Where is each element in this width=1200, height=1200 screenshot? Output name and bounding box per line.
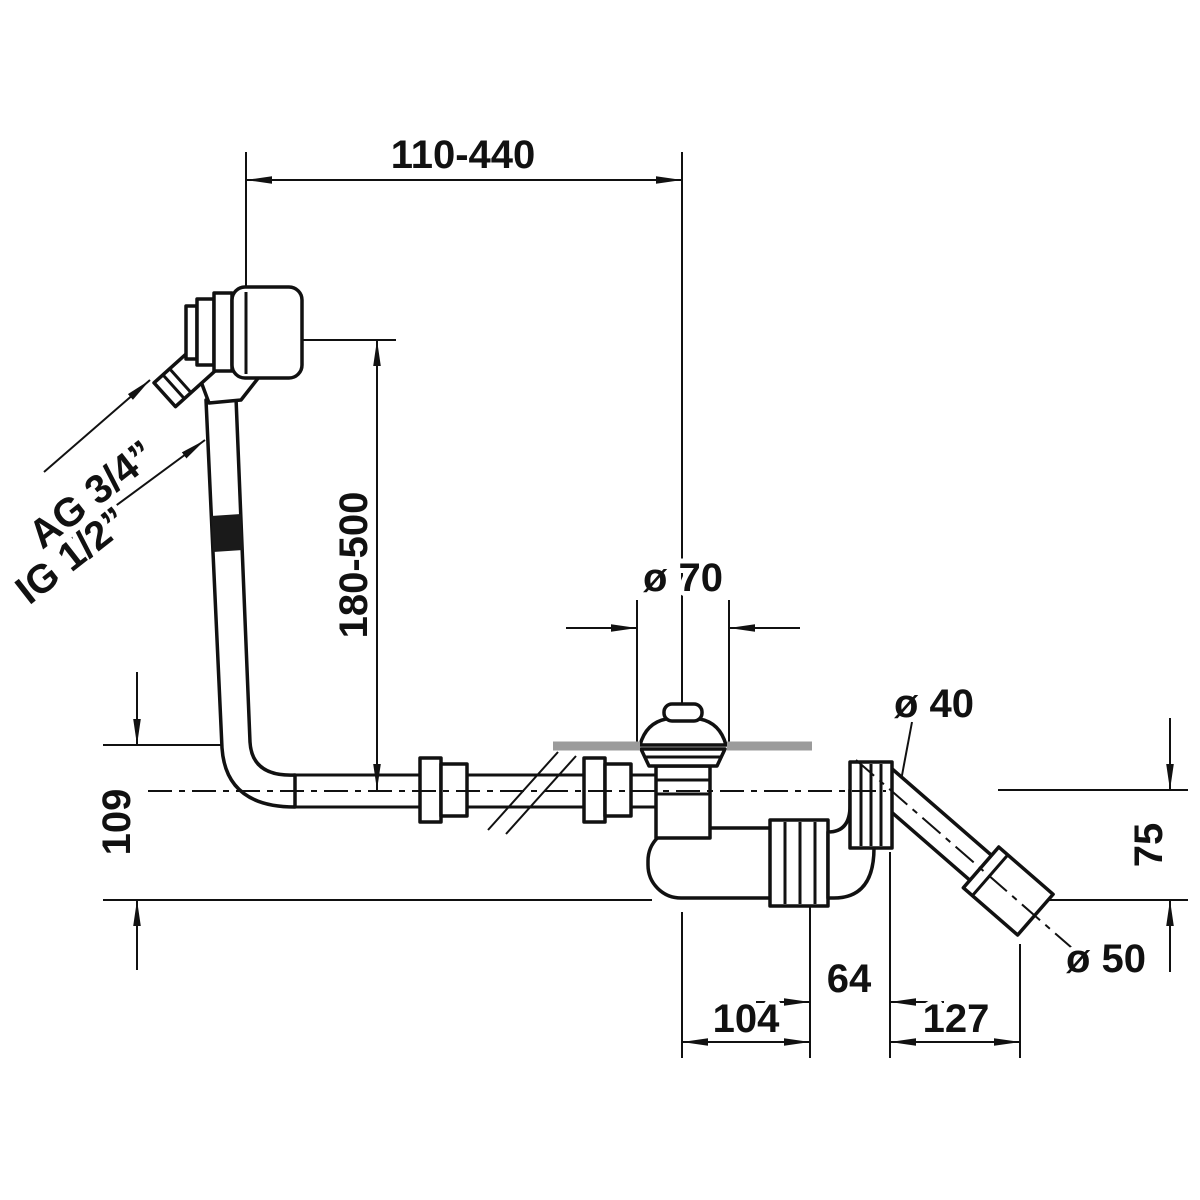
drain-body bbox=[654, 764, 712, 840]
break-line bbox=[505, 755, 577, 835]
outlet-pipe bbox=[848, 760, 1055, 937]
dim-drain-dia-label: ø 70 bbox=[643, 556, 723, 600]
drain-strainer bbox=[553, 702, 812, 840]
siphon-trap bbox=[646, 788, 876, 908]
rosette-plate-large bbox=[212, 291, 234, 373]
dim-height-left-label: 109 bbox=[95, 789, 139, 856]
overflow-filler-unit bbox=[152, 285, 304, 809]
dim-offset-mid-label: 64 bbox=[827, 957, 872, 1001]
turn-knob bbox=[230, 285, 304, 380]
overflow-pipe bbox=[290, 751, 672, 835]
dim-overflow-height-label: 180-500 bbox=[332, 492, 376, 639]
dim-end-dia-label: ø 50 bbox=[1066, 937, 1146, 981]
thread-outer-leader bbox=[43, 379, 151, 473]
hose-thread-band bbox=[211, 514, 243, 552]
dim-height-right-label: 75 bbox=[1127, 823, 1171, 868]
dim-outlet-dia-label: ø 40 bbox=[894, 682, 974, 726]
dim-offset-drain-label: 104 bbox=[713, 997, 780, 1041]
strainer-dome bbox=[638, 717, 728, 747]
dimension-annotations bbox=[43, 152, 1188, 1058]
dim-offset-outlet-label: 127 bbox=[923, 997, 990, 1041]
strainer-cap bbox=[662, 702, 704, 723]
thread-inner-leader bbox=[71, 439, 206, 539]
centerlines bbox=[148, 759, 1073, 949]
rosette-plate-mid bbox=[195, 297, 216, 367]
dim-top-width-label: 110-440 bbox=[391, 133, 536, 177]
